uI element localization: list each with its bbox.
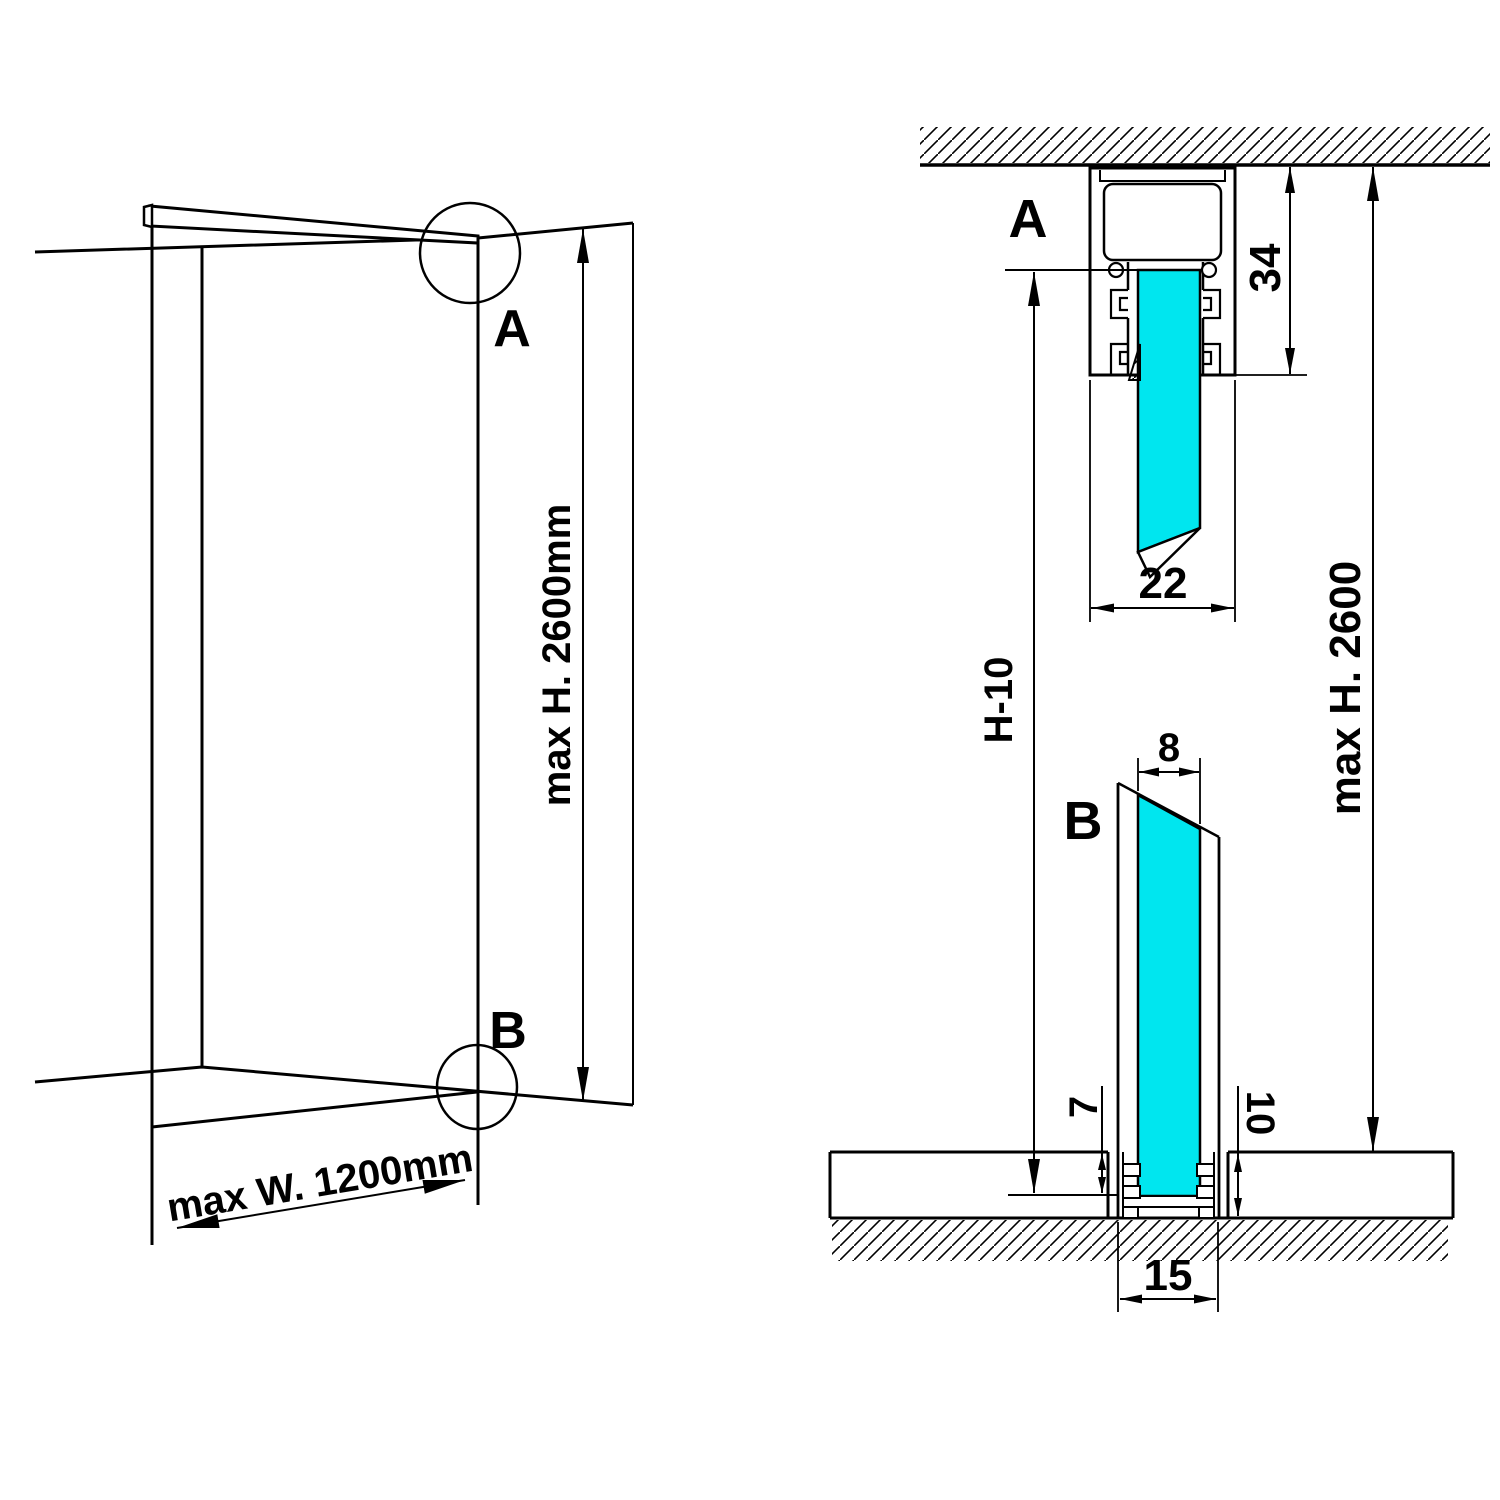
floor-hatch: [832, 1220, 1448, 1261]
arrowhead-right-icon: [1194, 1294, 1216, 1304]
dim-extension-lines: [1089, 380, 1236, 622]
callout-circle-b: [435, 1043, 519, 1131]
dim-max-width-overview: max W. 1200mm: [164, 1136, 476, 1230]
glass-panel-detail-a: [1136, 268, 1202, 554]
arrowhead-up-icon: [1367, 167, 1379, 201]
dim-label-max-height: max H. 2600: [1321, 561, 1370, 815]
detail-a-label: A: [1009, 189, 1048, 249]
overview-label-b: B: [489, 1002, 527, 1060]
dim-glass-inset-7: 7: [1062, 1086, 1106, 1193]
overview-label-a: A: [493, 300, 531, 358]
arrowhead-up-icon: [1098, 1154, 1106, 1170]
dim-profile-height-34: 34: [1235, 167, 1307, 376]
dim-label-22: 22: [1139, 559, 1188, 608]
top-rail-end-cap: [142, 203, 154, 229]
ceiling-hatch: [920, 127, 1490, 163]
arrowhead-down-icon: [577, 1067, 589, 1101]
overview-view: A B max H. 2600mm max W. 1200mm: [34, 201, 634, 1245]
dim-line: [176, 1179, 466, 1229]
gasket-wedge: [1127, 343, 1141, 381]
profile-inner-walls: [1126, 262, 1205, 375]
channel-clamp-right-top: [1196, 1163, 1215, 1177]
screw-boss-right: [1200, 261, 1218, 279]
callout-circle-a: [418, 201, 522, 305]
profile-slots-left: [1109, 288, 1128, 375]
detail-b-label: B: [1064, 791, 1103, 851]
dim-label-7: 7: [1062, 1096, 1106, 1118]
dim-label-10: 10: [1238, 1091, 1282, 1136]
glass-panel-detail-b: [1136, 792, 1202, 1198]
dim-extension-lines: [1117, 1222, 1219, 1312]
dim-label-max-width: max W. 1200mm: [164, 1136, 476, 1230]
dim-profile-width-22: 22: [1089, 380, 1236, 622]
arrowhead-down-icon: [1285, 348, 1295, 374]
arrowhead-left-icon: [1092, 603, 1114, 613]
arrowhead-left-icon: [1139, 767, 1159, 777]
dim-recess-10: 10: [1234, 1086, 1282, 1216]
dim-label-34: 34: [1241, 243, 1290, 292]
arrowhead-down-icon: [1234, 1198, 1242, 1216]
top-profile-chamber: [1102, 182, 1223, 262]
arrowhead-up-icon: [1285, 167, 1295, 193]
dim-glass-thickness-8: 8: [1137, 726, 1201, 824]
top-profile-groove: [1099, 170, 1226, 182]
profile-slots-right: [1203, 288, 1222, 375]
arrowhead-left-icon: [177, 1214, 220, 1228]
floor-slab: [828, 1150, 1455, 1220]
arrowhead-down-icon: [1028, 1159, 1040, 1193]
glass-top-edge: [1117, 781, 1220, 839]
channel-clamp-right-bottom: [1196, 1185, 1215, 1199]
channel-inner-walls: [1122, 1152, 1215, 1218]
channel-foot-left: [1122, 1206, 1139, 1219]
arrowhead-right-icon: [1179, 767, 1199, 777]
dim-max-height-section: max H. 2600: [1321, 167, 1379, 1151]
dim-max-height-overview: max H. 2600mm: [535, 223, 634, 1105]
dim-label-max-height: max H. 2600mm: [535, 504, 579, 806]
detail-b-view: B 8 7 10 15: [828, 726, 1455, 1312]
arrowhead-up-icon: [577, 229, 589, 263]
glass-bottom-face: [1136, 526, 1201, 580]
arrowhead-down-icon: [1367, 1117, 1379, 1151]
glass-bottom-edge: [151, 1090, 478, 1129]
floor-edge-line: [34, 1065, 634, 1107]
channel-outer-walls: [1116, 783, 1221, 1218]
detail-a-view: A 34 22: [920, 127, 1490, 622]
dim-label-8: 8: [1158, 726, 1180, 770]
dim-label-h10: H-10: [977, 657, 1021, 744]
channel-foot-right: [1198, 1206, 1215, 1219]
arrowhead-right-icon: [422, 1180, 465, 1194]
arrowhead-right-icon: [1211, 603, 1233, 613]
dim-glass-height-h10: H-10: [977, 269, 1138, 1196]
dim-extension-lines: [1137, 758, 1201, 824]
arrowhead-up-icon: [1028, 272, 1040, 306]
channel-clamp-left-bottom: [1122, 1185, 1141, 1199]
channel-clamp-left-top: [1122, 1163, 1141, 1177]
arrowhead-up-icon: [1234, 1154, 1242, 1172]
arrowhead-left-icon: [1120, 1294, 1142, 1304]
arrowhead-down-icon: [1098, 1177, 1106, 1193]
dim-channel-width-15: 15: [1117, 1222, 1219, 1312]
dim-label-15: 15: [1144, 1251, 1193, 1300]
